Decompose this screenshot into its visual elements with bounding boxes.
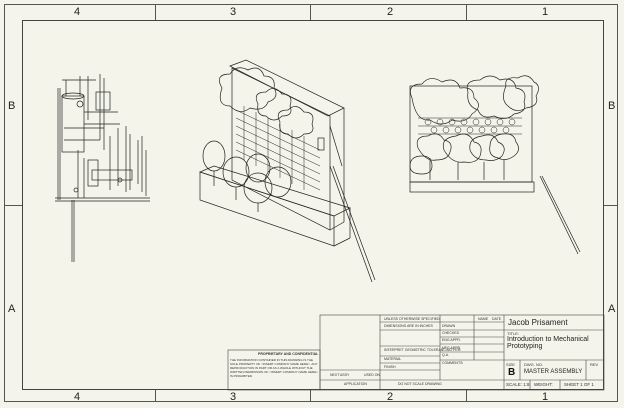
proprietary-text: THE INFORMATION CONTAINED IN THIS DRAWIN… — [230, 358, 318, 378]
application-label: APPLICATION — [344, 382, 367, 386]
zone-row-a-left: A — [8, 303, 16, 315]
zone-tick — [466, 4, 467, 20]
zone-tick — [310, 390, 311, 402]
zone-row-a-right: A — [608, 303, 616, 315]
zone-row-b-left: B — [8, 100, 16, 112]
company-name[interactable]: Jacob Prisament — [508, 318, 568, 327]
zone-tick — [4, 205, 22, 206]
zone-tick — [604, 205, 618, 206]
title-label: TITLE: — [507, 331, 520, 336]
tolerance-note: UNLESS OTHERWISE SPECIFIED: — [384, 317, 441, 321]
isometric-view[interactable] — [199, 59, 376, 283]
drawn-label: DRAWN — [442, 324, 456, 328]
drawing-title[interactable]: Introduction to Mechanical Prototyping — [507, 336, 589, 350]
sheet-border-inner — [22, 20, 604, 390]
rev-label: REV — [590, 362, 599, 367]
mfg-appr-label: MFG APPR. — [442, 346, 462, 350]
dwg-no-label: DWG. NO. — [524, 362, 544, 367]
drawing-number[interactable]: MASTER ASSEMBLY — [524, 369, 583, 375]
comments-label: COMMENTS: — [442, 361, 464, 365]
zone-col-3-bottom: 3 — [230, 391, 237, 403]
zone-col-2-top: 2 — [387, 6, 394, 18]
interpret-label: INTERPRET GEOMETRIC TOLERANCING PER: — [384, 348, 462, 352]
zone-col-1-bottom: 1 — [542, 391, 549, 403]
date-column-header: DATE — [492, 317, 502, 321]
qa-label: Q.A. — [442, 353, 450, 357]
front-view[interactable] — [409, 75, 581, 255]
next-assy-label: NEXT ASSY — [330, 373, 350, 377]
finish-label: FINISH — [384, 365, 396, 369]
sheet-number: SHEET 1 OF 1 — [564, 382, 594, 387]
eng-appr-label: ENG APPR. — [442, 338, 461, 342]
name-column-header: NAME — [478, 317, 489, 321]
zone-tick — [310, 4, 311, 20]
zone-tick — [155, 390, 156, 402]
zone-col-4-bottom: 4 — [74, 391, 81, 403]
do-not-scale-note: DO NOT SCALE DRAWING — [398, 382, 442, 386]
sheet-border-outer — [4, 4, 618, 402]
zone-col-4-top: 4 — [74, 6, 81, 18]
proprietary-title: PROPRIETARY AND CONFIDENTIAL — [258, 352, 319, 356]
checked-label: CHECKED — [442, 331, 460, 335]
side-view[interactable] — [55, 74, 150, 262]
size-label: SIZE — [506, 362, 515, 367]
used-on-label: USED ON — [364, 373, 380, 377]
zone-col-1-top: 1 — [542, 6, 549, 18]
zone-tick — [466, 390, 467, 402]
zone-col-3-top: 3 — [230, 6, 237, 18]
zone-row-b-right: B — [608, 100, 616, 112]
scale-label[interactable]: SCALE: 1:8 — [506, 382, 530, 387]
zone-tick — [155, 4, 156, 20]
material-label: MATERIAL — [384, 357, 402, 361]
zone-col-2-bottom: 2 — [387, 391, 394, 403]
weight-label: WEIGHT: — [534, 382, 553, 387]
dimension-unit: DIMENSIONS ARE IN INCHES — [384, 324, 433, 328]
sheet-size[interactable]: B — [508, 367, 516, 378]
